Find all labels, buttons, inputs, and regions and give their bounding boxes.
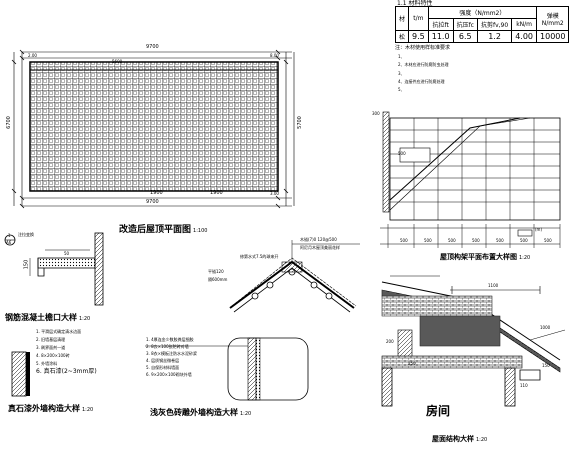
table-cell: 10000 (536, 30, 570, 43)
eave-circle-top: 1 (8, 233, 11, 238)
eave-circle-bottom: A6 (6, 240, 12, 245)
note-line: 5、 (398, 87, 405, 92)
eave-label: 注拉变换 (18, 232, 34, 237)
section-dim-right: 1000 (540, 325, 551, 330)
note-line: 1、 (398, 54, 405, 59)
stone-note-line: 6. 真石漆(2~3mm厚) (36, 368, 97, 375)
eave-dim2: 50 (64, 251, 70, 256)
elev-label-lm: (m) (535, 227, 543, 232)
elev-label-500: 500 (398, 151, 406, 156)
plan-dim-right: 5700 (296, 116, 303, 129)
note-line: 2、木材应进行防腐防虫处理 (398, 62, 449, 67)
eave-dim1: 150 (23, 259, 30, 270)
elev-dim: 500 (472, 238, 480, 243)
section-dim-mid: 1100 (488, 283, 499, 288)
ridge-label-3: 木钺(7)0 120@500 (300, 237, 337, 242)
tile-note-line: 3. 8衣×模板注防水水泥砂浆 (146, 351, 197, 356)
ridge-label-4: 阿尼月木屋顶美丽花样 (300, 245, 340, 250)
plan-edge-tl: 2.00 (28, 53, 37, 58)
ridge-label-1: 修第水式7.5的球来开 (240, 254, 279, 259)
plan-center-top: 5600 (112, 59, 123, 64)
elev-dim: 500 (400, 238, 408, 243)
notes-heading: 注：木材使用样标准要求 (395, 45, 451, 51)
section-dim-a: 200 (386, 339, 394, 344)
table-cell: 11.0 (427, 30, 454, 43)
tile-note-line: 1. 4厚连金少数胶粪层细胶 (146, 337, 194, 342)
stone-wall-drawing (11, 351, 30, 397)
tile-wall-drawing (145, 337, 309, 401)
plan-dim-bottom-outer: 9700 (146, 199, 159, 205)
tile-note-line: 6. 9×200×100砌块外墙 (146, 372, 192, 377)
section-room-label: 房间 (426, 404, 451, 418)
stone-note-line: 1. 平滑层式确定清水边面 (36, 329, 82, 334)
elevation-drawing (380, 111, 561, 248)
section-dim-c: 150 (542, 363, 550, 368)
plan-dim-bottom-inner: 1900 (150, 190, 163, 196)
ridge-label-5: 隔600mm (208, 277, 228, 282)
stone-note-line: 4. 8×200×100砖 (36, 353, 70, 358)
section-dim-d: 110 (520, 383, 528, 388)
ridge-label-2: 平钺120 (208, 269, 224, 274)
plan-dim-left: 6700 (5, 116, 12, 129)
plan-edge-br: 3.00 (270, 191, 279, 196)
tile-note-line: 4. 层质钢丝微卷层 (146, 358, 180, 363)
elev-dim: 500 (544, 238, 552, 243)
plan-dim-top: 9700 (146, 44, 159, 50)
tile-note-line: 5. 自保形材料墙面 (146, 365, 180, 370)
eave-detail-drawing (4, 232, 104, 306)
section-dim-b: 250 (408, 361, 416, 366)
table-cell: 6.5 (452, 30, 478, 43)
elev-dim: 500 (424, 238, 432, 243)
stone-notes: 1. 平滑层式确定清水边面 2. 旧墙基层清理 3. 刷界面剂一道 4. 8×2… (36, 328, 97, 376)
section-drawing (381, 275, 566, 407)
table-cell: 1.2 (476, 30, 513, 43)
ridge-detail-drawing (229, 240, 360, 313)
note-line: 3、 (398, 71, 405, 76)
table-caption: 1.1 材料特性 (397, 0, 433, 7)
note-line: 4、连接件应进行防腐处理 (398, 79, 445, 84)
elev-dim: 500 (448, 238, 456, 243)
stone-note-line: 3. 刷界面剂一道 (36, 345, 66, 350)
roof-plan-grid (29, 61, 279, 192)
stone-note-line: 5. 外墙涂料 (36, 361, 58, 366)
stone-note-line: 2. 旧墙基层清理 (36, 337, 66, 342)
tile-note-line: 2. 8厹×100张陀砖对墙 (146, 344, 189, 349)
plan-edge-tr: 8.00 (270, 53, 279, 58)
roof-plan (11, 49, 295, 209)
tile-notes: 1. 4厚连金少数胶粪层细胶 2. 8厹×100张陀砖对墙 3. 8衣×模板注防… (146, 336, 197, 378)
table-row-label: 松 (394, 30, 410, 43)
elev-label-300: 300 (372, 111, 380, 116)
elev-dim: 500 (496, 238, 504, 243)
plan-dim-bottom-right: 1900 (210, 190, 223, 196)
elev-dim: 500 (520, 238, 528, 243)
